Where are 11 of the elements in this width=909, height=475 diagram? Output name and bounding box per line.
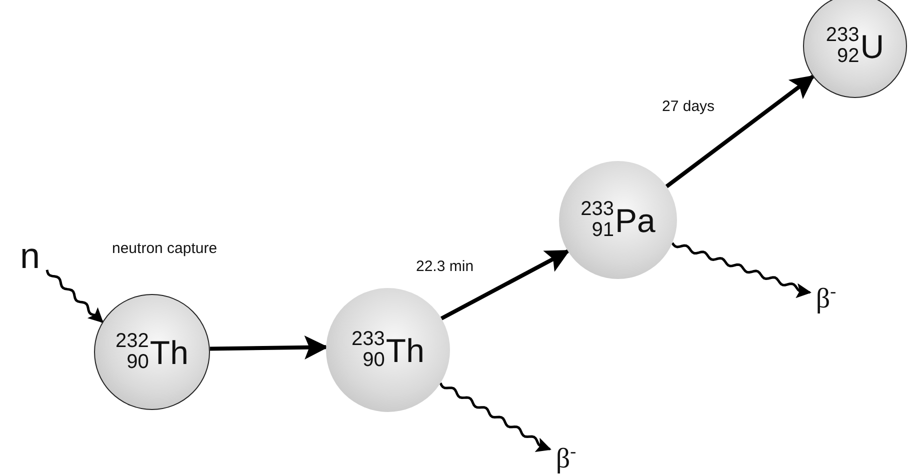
particle-symbol: β$^{-}$ — [556, 442, 576, 474]
wavy-arrow — [46, 270, 104, 323]
particle-symbol: β$^{-}$ — [816, 282, 836, 314]
arrow — [440, 249, 570, 320]
wavy-arrow — [671, 242, 812, 298]
wavy-arrow — [439, 382, 552, 452]
arrow — [210, 335, 328, 360]
edge-label: 27 days — [660, 98, 717, 115]
particle-symbol: n — [20, 238, 40, 274]
arrow — [665, 74, 815, 188]
process-label: neutron capture — [110, 240, 220, 257]
